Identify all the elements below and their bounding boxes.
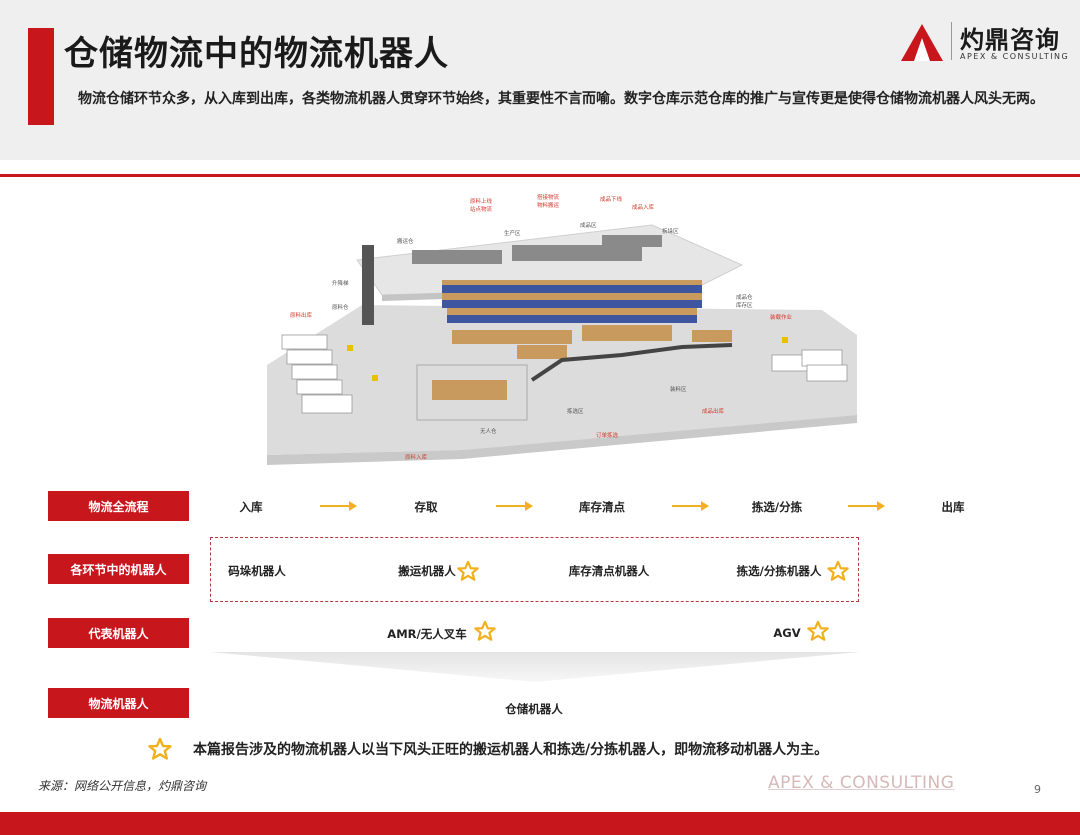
robot-handling: 搬运机器人 [398, 564, 456, 578]
robot-picking: 拣选/分拣机器人 [736, 564, 822, 578]
ill-label: 物料搬运 [537, 201, 560, 209]
row-label-representative: 代表机器人 [48, 618, 189, 648]
ill-label: 搬运仓 [397, 237, 414, 245]
row-label-robots: 各环节中的机器人 [48, 554, 189, 584]
star-icon [827, 560, 849, 581]
rep-robot-agv: AGV [773, 626, 801, 640]
page-title: 仓储物流中的物流机器人 [64, 34, 449, 74]
ill-label: 原料仓 [332, 303, 349, 311]
footer-bar [0, 812, 1080, 835]
funnel-shape [210, 652, 860, 682]
warehouse-illustration: 原料上线 站点物流 搭接物流 物料搬运 成品下线 成品入库 原料出库 装载作业 … [267, 193, 857, 465]
flow-step-storage: 存取 [414, 500, 438, 514]
robots-dashed-box [210, 537, 859, 602]
ill-label: 成品入库 [632, 203, 655, 211]
header-divider [0, 174, 1080, 177]
arrow-right-icon [672, 501, 709, 511]
row-label-logistics: 物流机器人 [48, 688, 189, 718]
ill-label: 原料上线 [470, 197, 493, 205]
ill-label: 原料入库 [405, 453, 428, 461]
company-logo: 灼鼎咨询 APEX & CONSULTING [900, 20, 1070, 65]
logo-text-en: APEX & CONSULTING [960, 52, 1070, 61]
page-number: 9 [1034, 783, 1041, 796]
rep-robot-amr: AMR/无人叉车 [387, 627, 467, 641]
arrow-right-icon [848, 501, 885, 511]
ill-label: 订单拣选 [596, 431, 619, 439]
title-accent-bar [28, 28, 54, 125]
row-label-flow: 物流全流程 [48, 491, 189, 521]
ill-label: 装料区 [670, 385, 687, 393]
robot-palletizing: 码垛机器人 [228, 564, 286, 578]
ill-label: 成品出库 [702, 407, 725, 415]
flow-step-inbound: 入库 [239, 500, 263, 514]
star-icon [148, 737, 172, 760]
footer-brand: APEX & CONSULTING [768, 773, 955, 793]
report-note: 本篇报告涉及的物流机器人以当下风头正旺的搬运机器人和拣选/分拣机器人，即物流移动… [193, 742, 829, 758]
ill-label: 无人仓 [480, 427, 497, 435]
logo-triangle-icon [901, 24, 943, 61]
logo-text-cn: 灼鼎咨询 [960, 26, 1060, 54]
star-icon [807, 620, 829, 641]
ill-label: 拣选区 [567, 407, 584, 415]
flow-step-inventory: 库存清点 [579, 500, 625, 514]
logistics-warehouse-robot: 仓储机器人 [505, 702, 563, 716]
header-band [0, 0, 1080, 160]
ill-label: 搭接物流 [537, 193, 560, 201]
ill-label: 库存区 [736, 301, 753, 309]
ill-label: 成品下线 [600, 195, 623, 203]
ill-label: 装载作业 [770, 313, 793, 321]
ill-label: 升降梯 [332, 279, 349, 287]
ill-label: 拆垛区 [662, 227, 679, 235]
ill-label: 原料出库 [290, 311, 313, 319]
ill-label: 成品区 [580, 221, 597, 229]
ill-label: 生产区 [504, 229, 521, 237]
star-icon [457, 560, 479, 581]
star-icon [474, 620, 496, 641]
flow-step-outbound: 出库 [941, 500, 965, 514]
ill-label: 成品仓 [736, 293, 753, 301]
page-subtitle: 物流仓储环节众多，从入库到出库，各类物流机器人贯穿环节始终，其重要性不言而喻。数… [78, 91, 1044, 107]
ill-label: 站点物流 [470, 205, 493, 213]
arrow-right-icon [320, 501, 357, 511]
flow-step-picking: 拣选/分拣 [751, 500, 803, 514]
logo-divider [951, 22, 952, 60]
arrow-right-icon [496, 501, 533, 511]
robot-inventory: 库存清点机器人 [568, 564, 650, 578]
source-note: 来源：网络公开信息，灼鼎咨询 [38, 779, 207, 793]
